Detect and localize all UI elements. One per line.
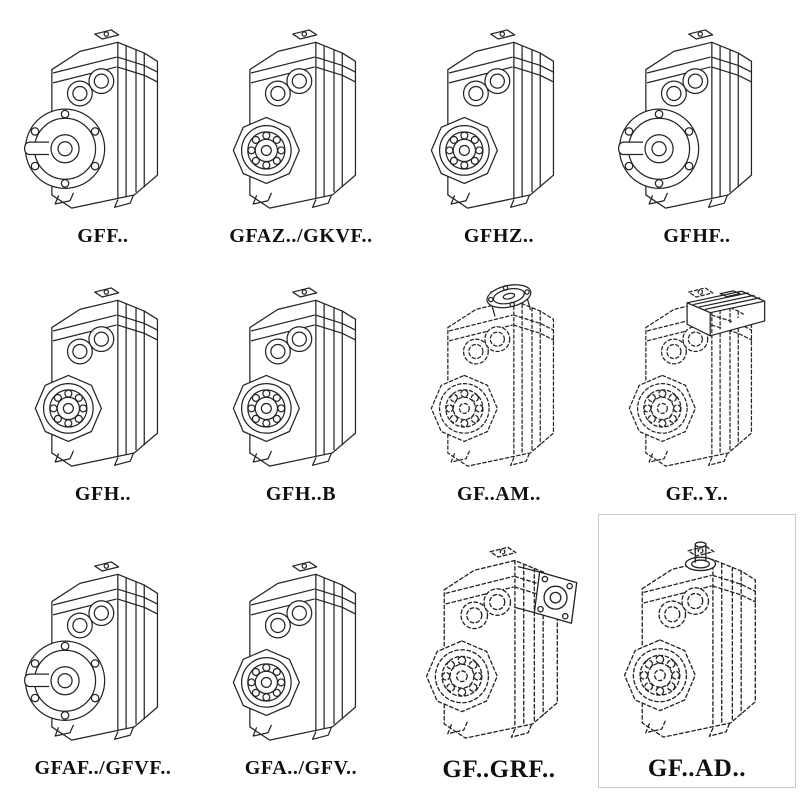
- model-cell-gfhz: GFHZ..: [400, 6, 598, 256]
- model-cell-gf-y: GF..Y..: [598, 256, 796, 514]
- model-label-gfaz-gkvf: GFAZ../GKVF..: [229, 225, 373, 247]
- model-label-gfh: GFH..: [74, 483, 132, 505]
- gf-y-gearbox-drawing: [611, 283, 783, 481]
- model-cell-gfh: GFH..: [4, 256, 202, 514]
- model-label-gf-am: GF..AM..: [456, 483, 542, 505]
- gff-gearbox-drawing: [17, 25, 189, 223]
- gfa-gfv-gearbox-drawing: [215, 557, 387, 755]
- model-cell-gfaz-gkvf: GFAZ../GKVF..: [202, 6, 400, 256]
- gfaf-gfvf-gearbox-drawing: [17, 557, 189, 755]
- model-cell-gf-grf: GF..GRF..: [400, 514, 598, 788]
- model-cell-gf-ad: GF..AD..: [598, 514, 796, 788]
- gfh-b-gearbox-drawing: [215, 283, 387, 481]
- gfhz-gearbox-drawing: [413, 25, 585, 223]
- gf-ad-gearbox-drawing: [606, 541, 788, 753]
- model-label-gf-grf: GF..GRF..: [442, 756, 556, 783]
- gfh-gearbox-drawing: [17, 283, 189, 481]
- model-label-gf-ad: GF..AD..: [647, 755, 747, 782]
- model-label-gfh-b: GFH..B: [265, 483, 337, 505]
- gfaz-gkvf-gearbox-drawing: [215, 25, 387, 223]
- model-label-gfhf: GFHF..: [663, 225, 731, 247]
- model-cell-gfh-b: GFH..B: [202, 256, 400, 514]
- model-label-gf-y: GF..Y..: [665, 483, 729, 505]
- model-label-gfaf-gfvf: GFAF../GFVF..: [34, 757, 172, 779]
- model-label-gfhz: GFHZ..: [463, 225, 535, 247]
- gfhf-gearbox-drawing: [611, 25, 783, 223]
- model-cell-gf-am: GF..AM..: [400, 256, 598, 514]
- model-label-gfa-gfv: GFA../GFV..: [244, 757, 358, 779]
- model-label-gff: GFF..: [77, 225, 129, 247]
- gearbox-model-grid: GFF.. GFAZ../GKVF.. GFHZ.. GFHF..: [4, 6, 796, 798]
- gf-am-gearbox-drawing: [413, 283, 585, 481]
- model-cell-gfhf: GFHF..: [598, 6, 796, 256]
- model-cell-gff: GFF..: [4, 6, 202, 256]
- model-cell-gfaf-gfvf: GFAF../GFVF..: [4, 514, 202, 788]
- model-cell-gfa-gfv: GFA../GFV..: [202, 514, 400, 788]
- gf-grf-gearbox-drawing: [408, 542, 590, 754]
